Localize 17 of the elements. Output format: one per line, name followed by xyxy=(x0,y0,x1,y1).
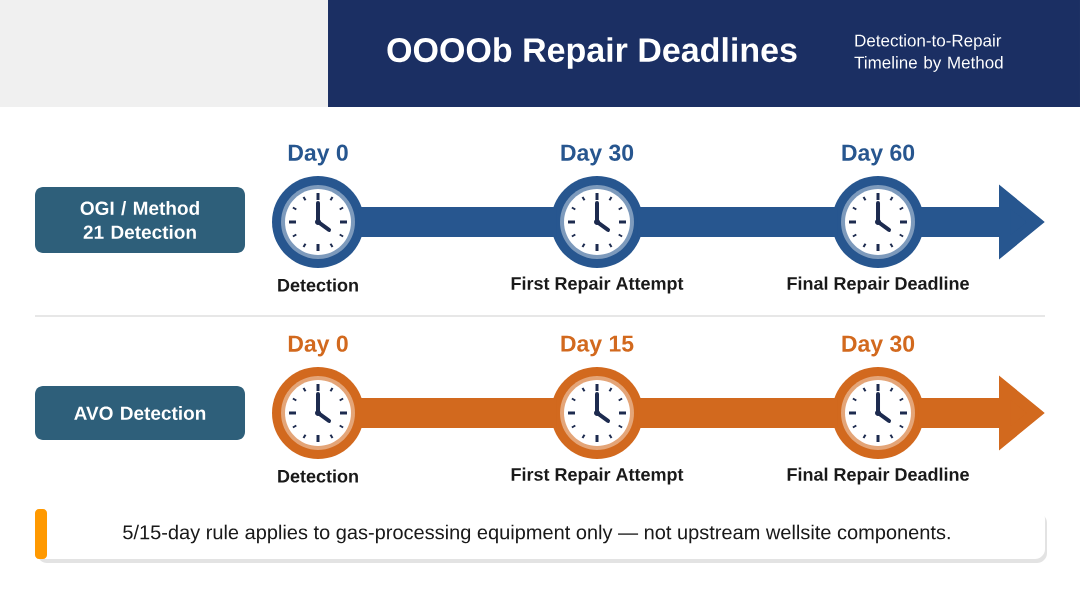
note-box: 5/15-day rule applies to gas-processing equipment only — not upstream wellsite components. xyxy=(35,509,1047,563)
day-label: Day 30 xyxy=(561,144,634,166)
title: OOOOb Repair Deadlines xyxy=(387,37,797,69)
label-box: OGI / Method 21 Detection xyxy=(35,187,245,253)
milestone-label: Final Repair Deadline xyxy=(787,276,969,294)
day-label: Day 60 xyxy=(842,144,915,166)
day-label: Day 0 xyxy=(288,335,348,357)
label-box: AVO Detection xyxy=(35,386,245,440)
day-label: Day 0 xyxy=(288,144,348,166)
milestone-label: First Repair Attempt xyxy=(511,467,684,485)
milestone-label: Detection xyxy=(278,278,358,292)
milestone-label: First Repair Attempt xyxy=(511,276,684,294)
milestone-label: Final Repair Deadline xyxy=(787,467,969,485)
day-label: Day 15 xyxy=(561,335,634,357)
milestone-label: Detection xyxy=(278,469,358,483)
subtitle: Detection-to-Repair Timeline by Method xyxy=(854,34,1003,72)
day-label: Day 30 xyxy=(842,335,915,357)
